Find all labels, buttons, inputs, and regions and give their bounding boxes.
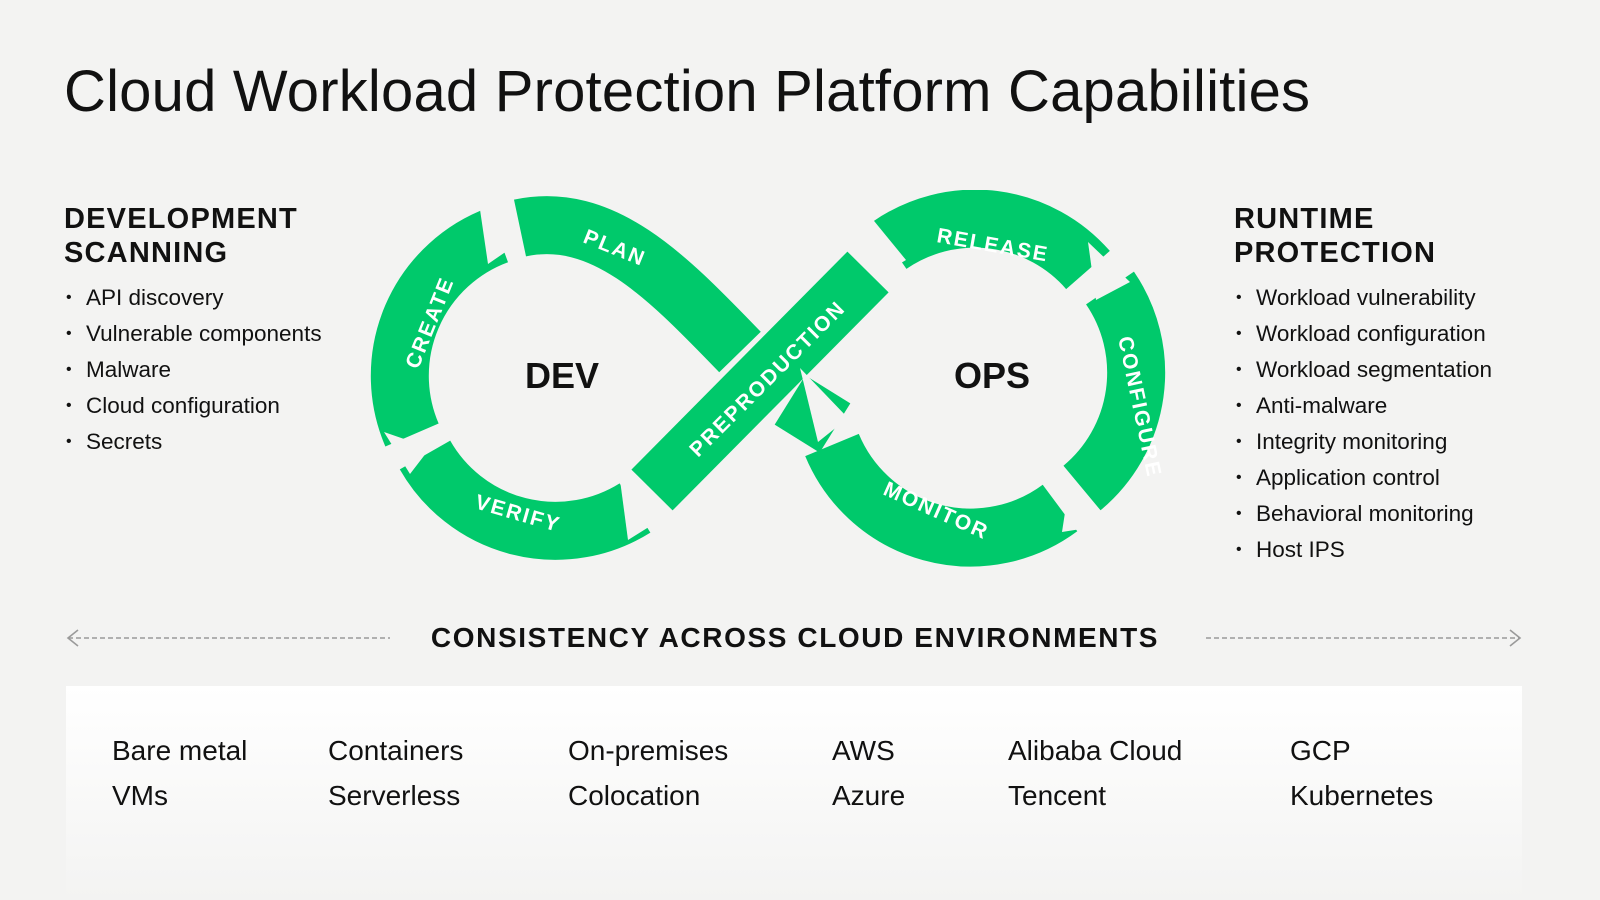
list-item: Behavioral monitoring: [1234, 496, 1492, 532]
consistency-label: CONSISTENCY ACROSS CLOUD ENVIRONMENTS: [430, 622, 1160, 653]
arrow-notch-icon: [478, 196, 520, 264]
env-column: Containers Serverless: [328, 728, 463, 818]
list-item: Anti-malware: [1234, 388, 1492, 424]
loop-segment-release: [873, 190, 1110, 290]
arrow-notch-icon: [620, 480, 660, 540]
dev-heading-line1: DEVELOPMENT: [64, 203, 298, 235]
loop-segment-create: [370, 207, 509, 447]
env-item: Azure: [832, 780, 906, 811]
env-item: VMs: [112, 780, 168, 811]
runtime-protection-heading: RUNTIME PROTECTION: [1234, 202, 1436, 270]
arrow-right-icon: [1509, 629, 1522, 647]
page-title: Cloud Workload Protection Platform Capab…: [64, 59, 1311, 124]
loop-segment-verify: [399, 440, 651, 560]
development-scanning-list: API discovery Vulnerable components Malw…: [64, 280, 322, 460]
list-item: Workload segmentation: [1234, 352, 1492, 388]
env-item: AWS: [832, 735, 895, 766]
loop-segment-preproduction: [631, 251, 889, 511]
env-item: Kubernetes: [1290, 780, 1434, 811]
development-scanning-heading: DEVELOPMENT SCANNING: [64, 202, 298, 270]
env-item: Containers: [328, 735, 464, 766]
ops-heading-line1: RUNTIME: [1234, 203, 1375, 235]
ops-center-label: OPS: [954, 355, 1030, 396]
environments-panel: Bare metal VMs Containers Serverless On-…: [66, 686, 1522, 900]
list-item: Host IPS: [1234, 532, 1492, 568]
env-column: On-premises Colocation: [568, 728, 728, 818]
loop-segment-configure: [1062, 271, 1166, 511]
consistency-banner: CONSISTENCY ACROSS CLOUD ENVIRONMENTS: [64, 620, 1526, 660]
list-item: Workload configuration: [1234, 316, 1492, 352]
ops-heading-line2: PROTECTION: [1234, 237, 1437, 269]
arrow-notch-icon: [1088, 242, 1130, 300]
runtime-protection-list: Workload vulnerability Workload configur…: [1234, 280, 1492, 568]
double-arrow-line: [66, 629, 1522, 647]
devops-infinity-loop: PLAN CREATE VERIFY PREPRODUCTION RELEASE…: [370, 190, 1166, 567]
env-item: Tencent: [1008, 780, 1107, 811]
list-item: Integrity monitoring: [1234, 424, 1492, 460]
list-item: Malware: [64, 352, 322, 388]
env-item: GCP: [1290, 735, 1351, 766]
list-item: API discovery: [64, 280, 322, 316]
list-item: Cloud configuration: [64, 388, 322, 424]
env-column: Alibaba Cloud Tencent: [1008, 728, 1182, 818]
list-item: Workload vulnerability: [1234, 280, 1492, 316]
arrow-left-icon: [66, 629, 79, 647]
list-item: Secrets: [64, 424, 322, 460]
arrow-notch-icon: [1062, 480, 1100, 532]
env-item: Serverless: [328, 780, 461, 811]
loop-segment-plan: [514, 196, 761, 373]
env-column: Bare metal VMs: [112, 728, 247, 818]
arrow-notch-icon: [870, 216, 906, 278]
env-item: Alibaba Cloud: [1008, 735, 1183, 766]
env-item: Bare metal: [112, 735, 248, 766]
env-column: GCP Kubernetes: [1290, 728, 1433, 818]
arrow-notch-icon: [800, 368, 848, 442]
list-item: Application control: [1234, 460, 1492, 496]
dev-center-label: DEV: [525, 355, 599, 396]
env-item: On-premises: [568, 735, 729, 766]
arrow-notch-icon: [384, 432, 430, 474]
dev-heading-line2: SCANNING: [64, 237, 229, 269]
env-item: Colocation: [568, 780, 701, 811]
env-column: AWS Azure: [832, 728, 905, 818]
loop-segment-monitor: [805, 433, 1078, 567]
list-item: Vulnerable components: [64, 316, 322, 352]
